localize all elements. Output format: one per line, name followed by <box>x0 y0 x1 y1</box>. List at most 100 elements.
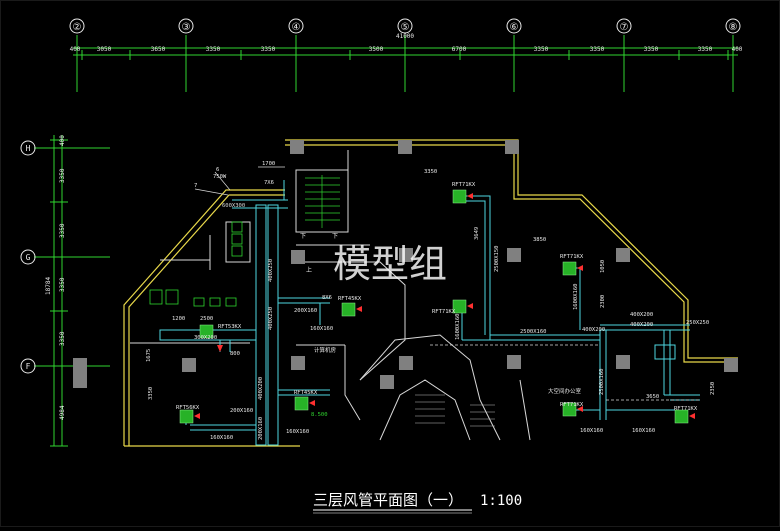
svg-text:⑦: ⑦ <box>620 22 629 33</box>
svg-text:2500X160: 2500X160 <box>599 369 605 396</box>
svg-text:F: F <box>26 362 31 371</box>
svg-text:2500X150: 2500X150 <box>494 246 500 273</box>
overall-width: 41000 <box>396 33 414 40</box>
svg-text:1600X160: 1600X160 <box>573 284 579 311</box>
svg-text:7X6: 7X6 <box>264 180 274 186</box>
svg-text:④: ④ <box>292 22 301 33</box>
ahu-rft56kx <box>179 409 194 424</box>
svg-text:6700: 6700 <box>452 46 467 53</box>
svg-text:400: 400 <box>732 46 743 53</box>
svg-text:②: ② <box>73 22 82 33</box>
svg-text:2500: 2500 <box>200 316 213 322</box>
svg-text:RFT71KX: RFT71KX <box>560 402 584 408</box>
svg-text:400X250: 400X250 <box>268 259 274 282</box>
svg-text:2300: 2300 <box>600 295 606 308</box>
left-dimension-text: 18784 400 3350 3350 3350 3350 4984 <box>45 135 66 420</box>
svg-text:400X200: 400X200 <box>582 327 605 333</box>
ahu-rft71kx-right <box>562 261 577 276</box>
svg-text:1675: 1675 <box>146 349 152 362</box>
airflow-arrows <box>194 193 695 419</box>
stair-block <box>305 175 340 228</box>
svg-text:400: 400 <box>70 46 81 53</box>
restroom-fixtures <box>149 221 243 307</box>
top-dimension-text: 41000 400 3050 3650 3350 3350 3500 6700 … <box>70 33 743 53</box>
drawing-title: 三层风管平面图（一） <box>313 491 463 509</box>
svg-text:RFT71KX: RFT71KX <box>674 406 698 412</box>
svg-text:250X250: 250X250 <box>686 320 709 326</box>
structural-columns <box>73 140 738 389</box>
svg-text:3649: 3649 <box>474 227 480 240</box>
svg-text:2350: 2350 <box>710 382 716 395</box>
row-bubble-H: H <box>20 140 36 156</box>
svg-text:400X200: 400X200 <box>258 377 264 400</box>
column-bubble-6: ⑥ <box>506 18 522 34</box>
svg-text:3350: 3350 <box>261 46 276 53</box>
row-bubble-G: G <box>20 249 36 265</box>
svg-text:RFT71KX: RFT71KX <box>432 309 456 315</box>
duct-dashed-lines <box>430 344 700 401</box>
svg-text:160X160: 160X160 <box>632 428 655 434</box>
top-dimension-bar <box>73 35 738 92</box>
svg-text:3350: 3350 <box>206 46 221 53</box>
svg-text:7: 7 <box>194 183 197 189</box>
svg-text:300X200: 300X200 <box>194 335 217 341</box>
svg-text:4984: 4984 <box>59 405 66 420</box>
svg-text:3350: 3350 <box>59 168 66 183</box>
svg-text:200X160: 200X160 <box>258 417 264 440</box>
svg-text:3350: 3350 <box>534 46 549 53</box>
svg-text:3350: 3350 <box>148 387 154 400</box>
svg-text:8.500: 8.500 <box>311 412 328 418</box>
svg-text:160X160: 160X160 <box>286 429 309 435</box>
left-dimension-bar <box>34 135 110 447</box>
svg-text:3350: 3350 <box>590 46 605 53</box>
svg-text:RFT56KX: RFT56KX <box>176 405 200 411</box>
svg-text:3350: 3350 <box>424 169 437 175</box>
svg-text:下: 下 <box>300 233 306 240</box>
svg-text:3050: 3050 <box>97 46 112 53</box>
ahu-rft71kx-top <box>452 189 467 204</box>
ahu-rft53kx <box>199 324 214 339</box>
overall-depth: 18784 <box>45 277 52 295</box>
svg-text:③: ③ <box>182 22 191 33</box>
column-bubble-2: ② <box>69 18 85 34</box>
svg-text:3350: 3350 <box>644 46 659 53</box>
svg-text:H: H <box>26 144 31 153</box>
drawing-scale: 1:100 <box>480 493 522 509</box>
svg-text:1050: 1050 <box>600 260 606 273</box>
svg-text:400: 400 <box>59 135 66 146</box>
svg-text:160X160: 160X160 <box>310 326 333 332</box>
svg-text:3650: 3650 <box>646 394 659 400</box>
svg-text:⑤: ⑤ <box>401 22 410 33</box>
ahu-rft71kx-mid <box>452 299 467 314</box>
svg-text:400X200: 400X200 <box>630 322 653 328</box>
svg-text:G: G <box>26 253 31 262</box>
svg-text:3650: 3650 <box>151 46 166 53</box>
svg-text:1700: 1700 <box>262 161 275 167</box>
column-bubble-5: ⑤ <box>397 18 413 34</box>
svg-text:下: 下 <box>332 233 338 240</box>
column-markers: ② ③ ④ ⑤ ⑥ ⑦ ⑧ <box>69 18 741 34</box>
svg-text:800: 800 <box>230 351 240 357</box>
svg-text:1200: 1200 <box>172 316 185 322</box>
svg-text:200X160: 200X160 <box>230 408 253 414</box>
column-bubble-4: ④ <box>288 18 304 34</box>
ahu-rft71kx-br <box>562 402 577 417</box>
air-units <box>179 189 689 424</box>
svg-text:上: 上 <box>306 266 312 274</box>
watermark: 模型组 <box>333 242 447 286</box>
svg-text:3350: 3350 <box>59 331 66 346</box>
interior-walls <box>130 150 531 441</box>
row-bubble-F: F <box>20 358 36 374</box>
ahu-rft45kx-b <box>294 396 309 411</box>
svg-text:RFT71KX: RFT71KX <box>560 254 584 260</box>
leader-lines <box>194 166 285 196</box>
drawing-title-block: 三层风管平面图（一） 1:100 <box>313 491 522 514</box>
svg-text:3850: 3850 <box>533 237 546 243</box>
svg-text:8X6: 8X6 <box>322 295 332 301</box>
svg-text:3350: 3350 <box>698 46 713 53</box>
svg-text:RFT45KX: RFT45KX <box>294 390 318 396</box>
svg-text:400X200: 400X200 <box>630 312 653 318</box>
